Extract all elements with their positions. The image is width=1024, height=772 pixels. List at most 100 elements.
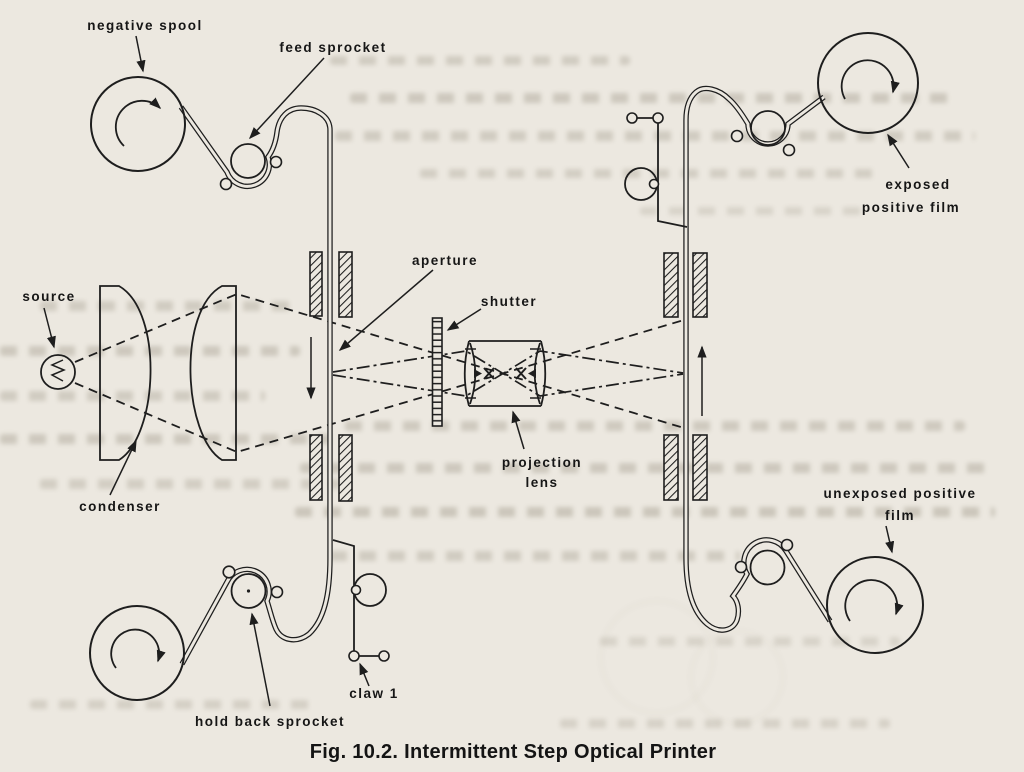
negative-takeup-spool (89, 605, 185, 701)
lens-element-ticks (465, 348, 541, 399)
condenser-lens-2 (189, 285, 237, 461)
condenser-lens-1 (99, 285, 152, 461)
guide-roller (222, 565, 236, 579)
nodal-arrow-left (528, 369, 536, 378)
film-motion-arrows (306, 337, 707, 416)
sprocket-axle-dot (246, 589, 251, 593)
page-bleedthrough-smudge (40, 301, 290, 311)
label-hold-back-sprocket: hold back sprocket (195, 714, 345, 729)
gate-block (309, 434, 323, 501)
lamp-bulb (40, 354, 76, 390)
guide-roller (780, 538, 794, 552)
projection-lens-assembly (463, 340, 547, 407)
shutter-blade (431, 317, 443, 427)
claw-crank-pin (652, 112, 664, 124)
leader-unexposed-film (885, 525, 895, 554)
claw-arm (657, 122, 688, 228)
leader-hold-back-sprocket (249, 612, 271, 707)
guide-roller (782, 143, 796, 157)
label-feed-sprocket: feed sprocket (279, 40, 386, 55)
unexposed-positive-film-spool (826, 556, 924, 654)
label-shutter: shutter (481, 294, 537, 309)
dashdot-ray-2 (332, 350, 684, 397)
label-leaders (43, 35, 910, 707)
page-bleedthrough-smudge (335, 131, 975, 141)
page-bleedthrough-smudge (300, 463, 990, 473)
page-bleedthrough-smudge (0, 391, 265, 401)
label-claw-1: claw 1 (349, 686, 399, 701)
gate-block (309, 251, 323, 317)
illumination-rays (74, 293, 685, 453)
figure-caption: Fig. 10.2. Intermittent Step Optical Pri… (310, 741, 717, 763)
label-unexposed-film: unexposed positive (823, 486, 976, 501)
dashed-ray-lower (74, 319, 685, 453)
claw-crank-pin (378, 650, 390, 662)
leader-projection-lens (511, 410, 525, 450)
label-negative-spool: negative spool (87, 18, 203, 33)
claw-crank-pin (626, 112, 638, 124)
guide-roller (219, 177, 233, 191)
page-bleedthrough-smudge (330, 551, 740, 561)
label-exposed-film: positive film (862, 200, 960, 215)
gate-block (338, 251, 353, 318)
lamp-filament (50, 359, 66, 382)
label-condenser: condenser (79, 499, 161, 514)
light-source (40, 354, 76, 390)
guide-rollers (219, 129, 796, 599)
label-aperture: aperture (412, 253, 478, 268)
page-bleedthrough-smudge (40, 479, 340, 489)
leader-negative-spool (135, 35, 146, 73)
negative-spool (90, 76, 186, 172)
gate-block (663, 434, 679, 501)
negative-film-path (178, 105, 333, 666)
label-projection-lens: projection (502, 455, 582, 470)
image-forming-rays (332, 350, 684, 397)
rotation-arrow (840, 59, 900, 100)
leader-aperture (338, 269, 434, 351)
claw-1-mechanism (332, 539, 390, 662)
leader-source (43, 307, 56, 349)
supply-sprocket (749, 549, 786, 586)
claw-arm (332, 539, 355, 652)
condenser-lenses (99, 285, 237, 461)
gate-block (663, 252, 679, 318)
label-unexposed-film: film (885, 508, 915, 523)
rotation-arrow (114, 97, 162, 147)
gate-block (338, 434, 353, 502)
nodal-point-x-marks (483, 367, 527, 380)
guide-roller (270, 585, 284, 599)
label-exposed-film: exposed (885, 177, 950, 192)
leader-condenser (109, 439, 137, 496)
dashed-ray-upper (74, 293, 685, 429)
page-bleedthrough-smudge (420, 169, 880, 178)
labels: negative spool feed sprocket source cond… (22, 18, 976, 729)
leader-shutter (446, 308, 482, 331)
page-bleedthrough-smudge (0, 434, 330, 444)
claw-pivot (648, 178, 660, 190)
gate-block (692, 434, 708, 501)
claw-2-mechanism (624, 112, 688, 228)
rotation-arrow (844, 579, 904, 622)
guide-roller (730, 129, 744, 143)
leader-exposed-film (887, 133, 910, 169)
page-bleedthrough-smudge (350, 93, 950, 103)
claw-pivot (350, 584, 362, 596)
page-bleedthrough-smudge (295, 507, 995, 517)
lens-barrel (463, 340, 547, 407)
label-source: source (22, 289, 75, 304)
left-film-gate (309, 251, 353, 502)
page-bleedthrough-smudge (560, 719, 890, 728)
page-bleedthrough-smudge (690, 630, 784, 724)
right-film-gate (663, 252, 708, 501)
guide-roller (734, 560, 748, 574)
rotation-arrow (110, 628, 166, 669)
leader-feed-sprocket (248, 57, 325, 140)
spools (89, 32, 924, 701)
page-bleedthrough-smudge (330, 56, 630, 65)
guide-roller (269, 155, 283, 169)
exposed-positive-film-spool (817, 32, 919, 134)
page-bleedthrough-smudge (345, 421, 965, 431)
page-bleedthrough-smudge (30, 700, 320, 709)
